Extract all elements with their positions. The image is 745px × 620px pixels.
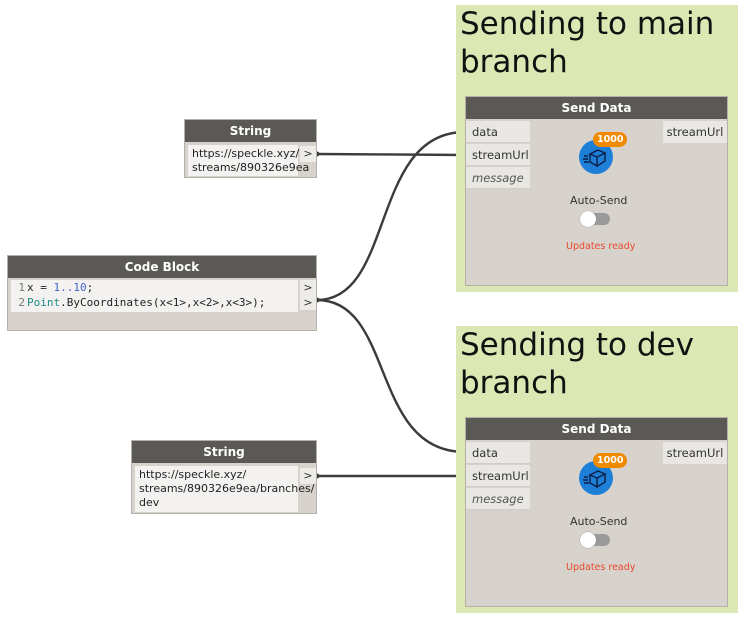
status-text: Updates ready bbox=[566, 562, 636, 573]
group-title-line: branch bbox=[460, 44, 568, 80]
toggle-knob bbox=[580, 532, 596, 548]
input-port-data[interactable]: data bbox=[466, 121, 530, 143]
auto-send-label: Auto-Send bbox=[570, 515, 628, 528]
auto-send-toggle[interactable] bbox=[580, 532, 610, 548]
auto-send-toggle[interactable] bbox=[580, 211, 610, 227]
send-data-node[interactable]: Send Data data streamUrl message streamU… bbox=[465, 417, 728, 607]
cube-icon bbox=[583, 149, 607, 168]
wire-codeblock-to-send2-data bbox=[316, 298, 466, 454]
string-value[interactable]: https://speckle.xyz/ streams/890326e9ea bbox=[188, 145, 310, 176]
group-title-line: branch bbox=[460, 365, 568, 401]
output-port[interactable]: > bbox=[300, 468, 316, 484]
output-port-streamurl[interactable]: streamUrl bbox=[663, 121, 727, 143]
status-text: Updates ready bbox=[566, 241, 636, 252]
string-value[interactable]: https://speckle.xyz/ streams/890326e9ea/… bbox=[135, 466, 315, 512]
wire-string1-to-send1-streamurl bbox=[316, 152, 466, 157]
send-data-node[interactable]: Send Data data streamUrl message streamU… bbox=[465, 96, 728, 286]
input-port-message[interactable]: message bbox=[466, 167, 530, 189]
string-value-line: https://speckle.xyz/ bbox=[192, 147, 300, 160]
string-value-line: dev bbox=[139, 496, 160, 509]
node-title: Code Block bbox=[8, 256, 316, 278]
cube-icon bbox=[583, 470, 607, 489]
node-title: Send Data bbox=[466, 418, 727, 440]
count-badge: 1000 bbox=[593, 132, 628, 147]
output-port[interactable]: > bbox=[300, 280, 316, 295]
output-port[interactable]: > bbox=[300, 146, 316, 162]
string-value-line: streams/890326e9ea/branches/ bbox=[139, 482, 315, 495]
node-title: String bbox=[185, 120, 316, 142]
auto-send-label: Auto-Send bbox=[570, 194, 628, 207]
node-title: Send Data bbox=[466, 97, 727, 119]
string-value-line: streams/890326e9ea bbox=[192, 161, 310, 174]
node-title: String bbox=[132, 441, 316, 463]
group-title: Sending to dev branch bbox=[460, 326, 694, 402]
toggle-knob bbox=[580, 211, 596, 227]
input-port-data[interactable]: data bbox=[466, 442, 530, 464]
output-port[interactable]: > bbox=[300, 295, 316, 310]
string-node[interactable]: String https://speckle.xyz/ streams/8903… bbox=[131, 440, 317, 514]
string-node[interactable]: String https://speckle.xyz/ streams/8903… bbox=[184, 119, 317, 178]
group-title-line: Sending to dev bbox=[460, 327, 694, 363]
input-port-streamurl[interactable]: streamUrl bbox=[466, 465, 530, 487]
input-port-message[interactable]: message bbox=[466, 488, 530, 510]
group-title: Sending to main branch bbox=[460, 5, 714, 81]
code-editor[interactable] bbox=[11, 280, 298, 312]
input-port-streamurl[interactable]: streamUrl bbox=[466, 144, 530, 166]
wire-codeblock-to-send1-data bbox=[316, 130, 466, 302]
output-port-streamurl[interactable]: streamUrl bbox=[663, 442, 727, 464]
string-value-line: https://speckle.xyz/ bbox=[139, 468, 247, 481]
group-title-line: Sending to main bbox=[460, 6, 715, 42]
count-badge: 1000 bbox=[593, 453, 628, 468]
